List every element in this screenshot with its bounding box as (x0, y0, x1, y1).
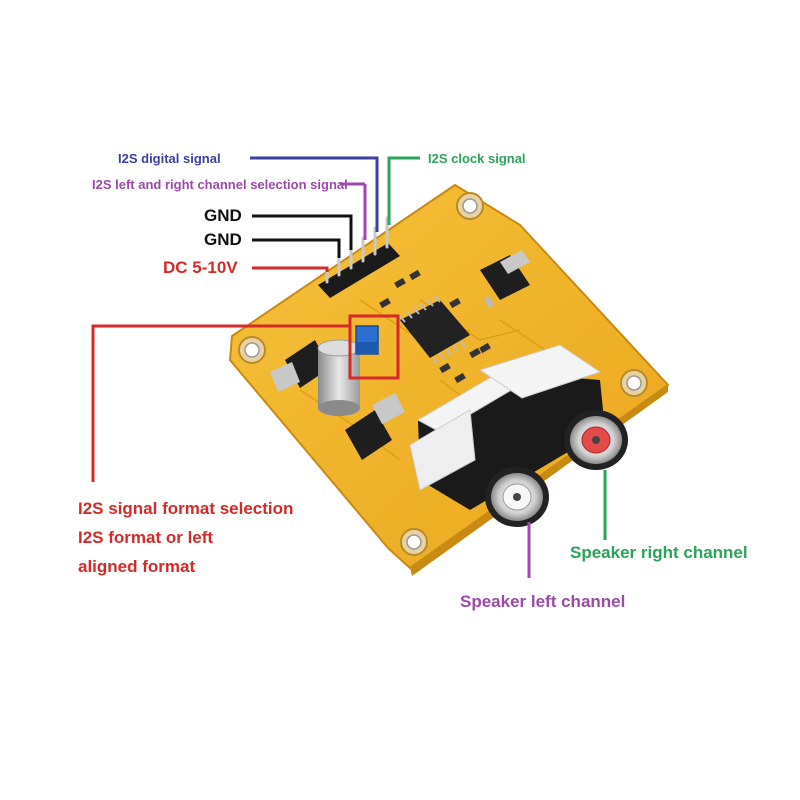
leader-i2s-digital (250, 156, 379, 232)
mounting-hole (400, 528, 428, 556)
smd-components (379, 269, 491, 384)
label-i2s-clock: I2S clock signal (428, 151, 526, 166)
label-dc: DC 5-10V (163, 258, 238, 277)
label-format-line3: aligned format (78, 557, 196, 576)
label-i2s-lr: I2S left and right channel selection sig… (92, 177, 348, 192)
pin-header (318, 216, 400, 298)
label-i2s-digital: I2S digital signal (118, 151, 221, 166)
rca-jack-right (564, 410, 628, 470)
mounting-hole (456, 192, 484, 220)
leader-dc (252, 266, 329, 272)
leader-i2s-clock (387, 156, 420, 225)
voltage-regulator (480, 250, 530, 308)
leader-format (91, 324, 350, 482)
voltage-regulator (345, 393, 405, 460)
format-jumper (355, 325, 379, 355)
label-gnd-2: GND (204, 230, 242, 249)
leader-gnd1 (252, 214, 353, 250)
rca-connector (409, 344, 605, 510)
leader-gnd2 (252, 238, 341, 258)
label-format-line2: I2S format or left (78, 528, 214, 547)
rca-jack-left (485, 467, 549, 527)
jumper-highlight-box (348, 314, 400, 380)
label-format-line1: I2S signal format selection (78, 499, 294, 518)
dac-chip (399, 295, 470, 364)
label-speaker-right: Speaker right channel (570, 543, 748, 562)
mounting-hole (238, 336, 266, 364)
label-speaker-left: Speaker left channel (460, 592, 626, 611)
mounting-hole (620, 369, 648, 397)
label-gnd-1: GND (204, 206, 242, 225)
